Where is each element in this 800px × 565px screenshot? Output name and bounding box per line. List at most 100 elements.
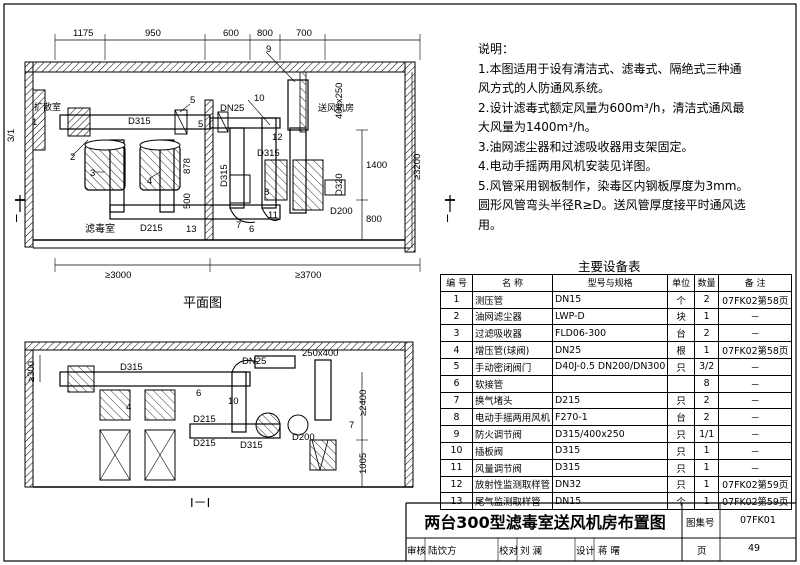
dim-bottom-1: ≥3000	[105, 270, 131, 281]
header-spec: 型号与规格	[552, 274, 669, 292]
row-spec	[552, 374, 669, 393]
row-no: 12	[439, 475, 474, 494]
note-line-9: 用。	[478, 217, 503, 232]
dim-top-3: 600	[223, 28, 239, 39]
label-d215: D215	[140, 223, 163, 234]
label-d315-a: D315	[128, 116, 151, 127]
page-number: 49	[748, 543, 761, 554]
row-name: 过滤吸收器	[472, 324, 554, 343]
row-name: 手动密闭阀门	[472, 357, 554, 376]
callout-7: 7	[236, 220, 241, 231]
callout-11: 11	[268, 210, 278, 221]
row-qty: 1	[693, 458, 720, 477]
review-label: 审核	[407, 546, 427, 557]
sec-dim-300: ≥300	[26, 361, 37, 382]
design-notes: 说明： 1.本图适用于设有清洁式、滤毒式、隔绝式三种通 风方式的人防通风系统。 …	[478, 40, 790, 235]
row-qty: 2	[693, 408, 720, 427]
dim-top-1: 1175	[73, 28, 93, 39]
row-unit: 个	[667, 290, 695, 309]
row-name: 软接管	[472, 374, 554, 393]
designer-name: 蒋 曙	[598, 546, 621, 557]
section-caption: I－I	[190, 495, 210, 510]
sec-callout-6: 6	[196, 388, 201, 399]
label-d200: D200	[330, 206, 353, 217]
row-spec: D315	[552, 441, 669, 460]
row-qty: 1	[693, 341, 720, 359]
row-qty: 8	[693, 374, 720, 393]
row-no: 11	[439, 458, 474, 477]
page-label: 页	[697, 546, 707, 557]
sheet-border	[3, 3, 797, 562]
row-no: 1	[439, 290, 474, 309]
check-label: 校对	[499, 546, 519, 557]
label-dn25: DN25	[220, 103, 244, 114]
header-name: 名 称	[472, 274, 554, 292]
row-remark: －	[718, 441, 792, 460]
dim-top-4: 800	[257, 28, 273, 39]
note-line-4: 大风量为1400m³/h。	[478, 120, 597, 134]
row-name: 电动手摇两用风机	[472, 408, 554, 427]
header-no: 编 号	[439, 274, 474, 292]
atlas-number: 07FK01	[740, 515, 776, 526]
notes-title: 说明：	[478, 42, 515, 56]
row-unit: 只	[667, 357, 695, 376]
row-name: 换气堵头	[472, 391, 554, 410]
row-remark: －	[718, 324, 792, 343]
callout-6: 6	[249, 224, 254, 235]
sec-dim-2400: ≥2400	[358, 390, 369, 416]
row-qty: 1/1	[693, 425, 720, 443]
sec-dim-250x400: 250x400	[302, 348, 338, 359]
callout-5: 5	[190, 95, 195, 106]
row-remark: －	[718, 425, 792, 443]
dim-inner-1: 500	[182, 193, 193, 209]
row-spec: DN15	[552, 492, 669, 511]
row-no: 6	[439, 374, 474, 393]
note-line-1: 1.本图适用于设有清洁式、滤毒式、隔绝式三种通	[478, 61, 742, 76]
row-unit: 台	[667, 324, 695, 343]
row-name: 尾气监测取样管	[472, 492, 554, 511]
row-unit: 只	[667, 425, 695, 443]
callout-5b: 5	[198, 119, 203, 130]
section-labels: D315 D315 DN25 D215 D215 D200 250x400 ≥3…	[26, 348, 369, 510]
row-no: 10	[439, 441, 474, 460]
row-no: 4	[439, 341, 474, 359]
sec-d315-b: D315	[240, 440, 263, 451]
row-remark: －	[718, 307, 792, 326]
row-qty: 1	[693, 492, 720, 511]
row-remark: －	[718, 357, 792, 376]
dim-top-5: 700	[296, 28, 312, 39]
callout-12: 12	[272, 132, 283, 143]
row-spec: F270-1	[552, 408, 669, 427]
dim-31: 3/1	[6, 129, 17, 142]
callout-9: 9	[266, 44, 271, 55]
callout-10: 10	[254, 93, 265, 104]
reviewer-name: 陆饮方	[428, 546, 457, 557]
row-no: 9	[439, 425, 474, 443]
plan-view	[15, 34, 455, 272]
equipment-table-title: 主要设备表	[578, 259, 641, 274]
sec-callout-7: 7	[349, 420, 354, 431]
atlas-label: 图集号	[686, 518, 715, 529]
row-unit: 台	[667, 408, 695, 427]
row-spec: D40J-0.5 DN200/DN300	[552, 357, 669, 376]
row-name: 油网滤尘器	[472, 307, 554, 326]
callout-3: 3	[90, 168, 95, 179]
sec-d215-a: D215	[193, 414, 216, 425]
row-unit	[667, 374, 695, 393]
dim-inner-3: 400x250	[334, 83, 345, 119]
row-qty: 1	[693, 441, 720, 460]
row-unit: 根	[667, 341, 695, 359]
dim-bottom-2: ≥3700	[295, 270, 321, 281]
row-no: 13	[439, 492, 474, 511]
note-line-6: 4.电动手摇两用风机安装见详图。	[478, 159, 658, 173]
callout-13: 13	[186, 224, 197, 235]
dim-top-2: 950	[145, 28, 161, 39]
row-name: 风量调节阀	[472, 458, 554, 477]
